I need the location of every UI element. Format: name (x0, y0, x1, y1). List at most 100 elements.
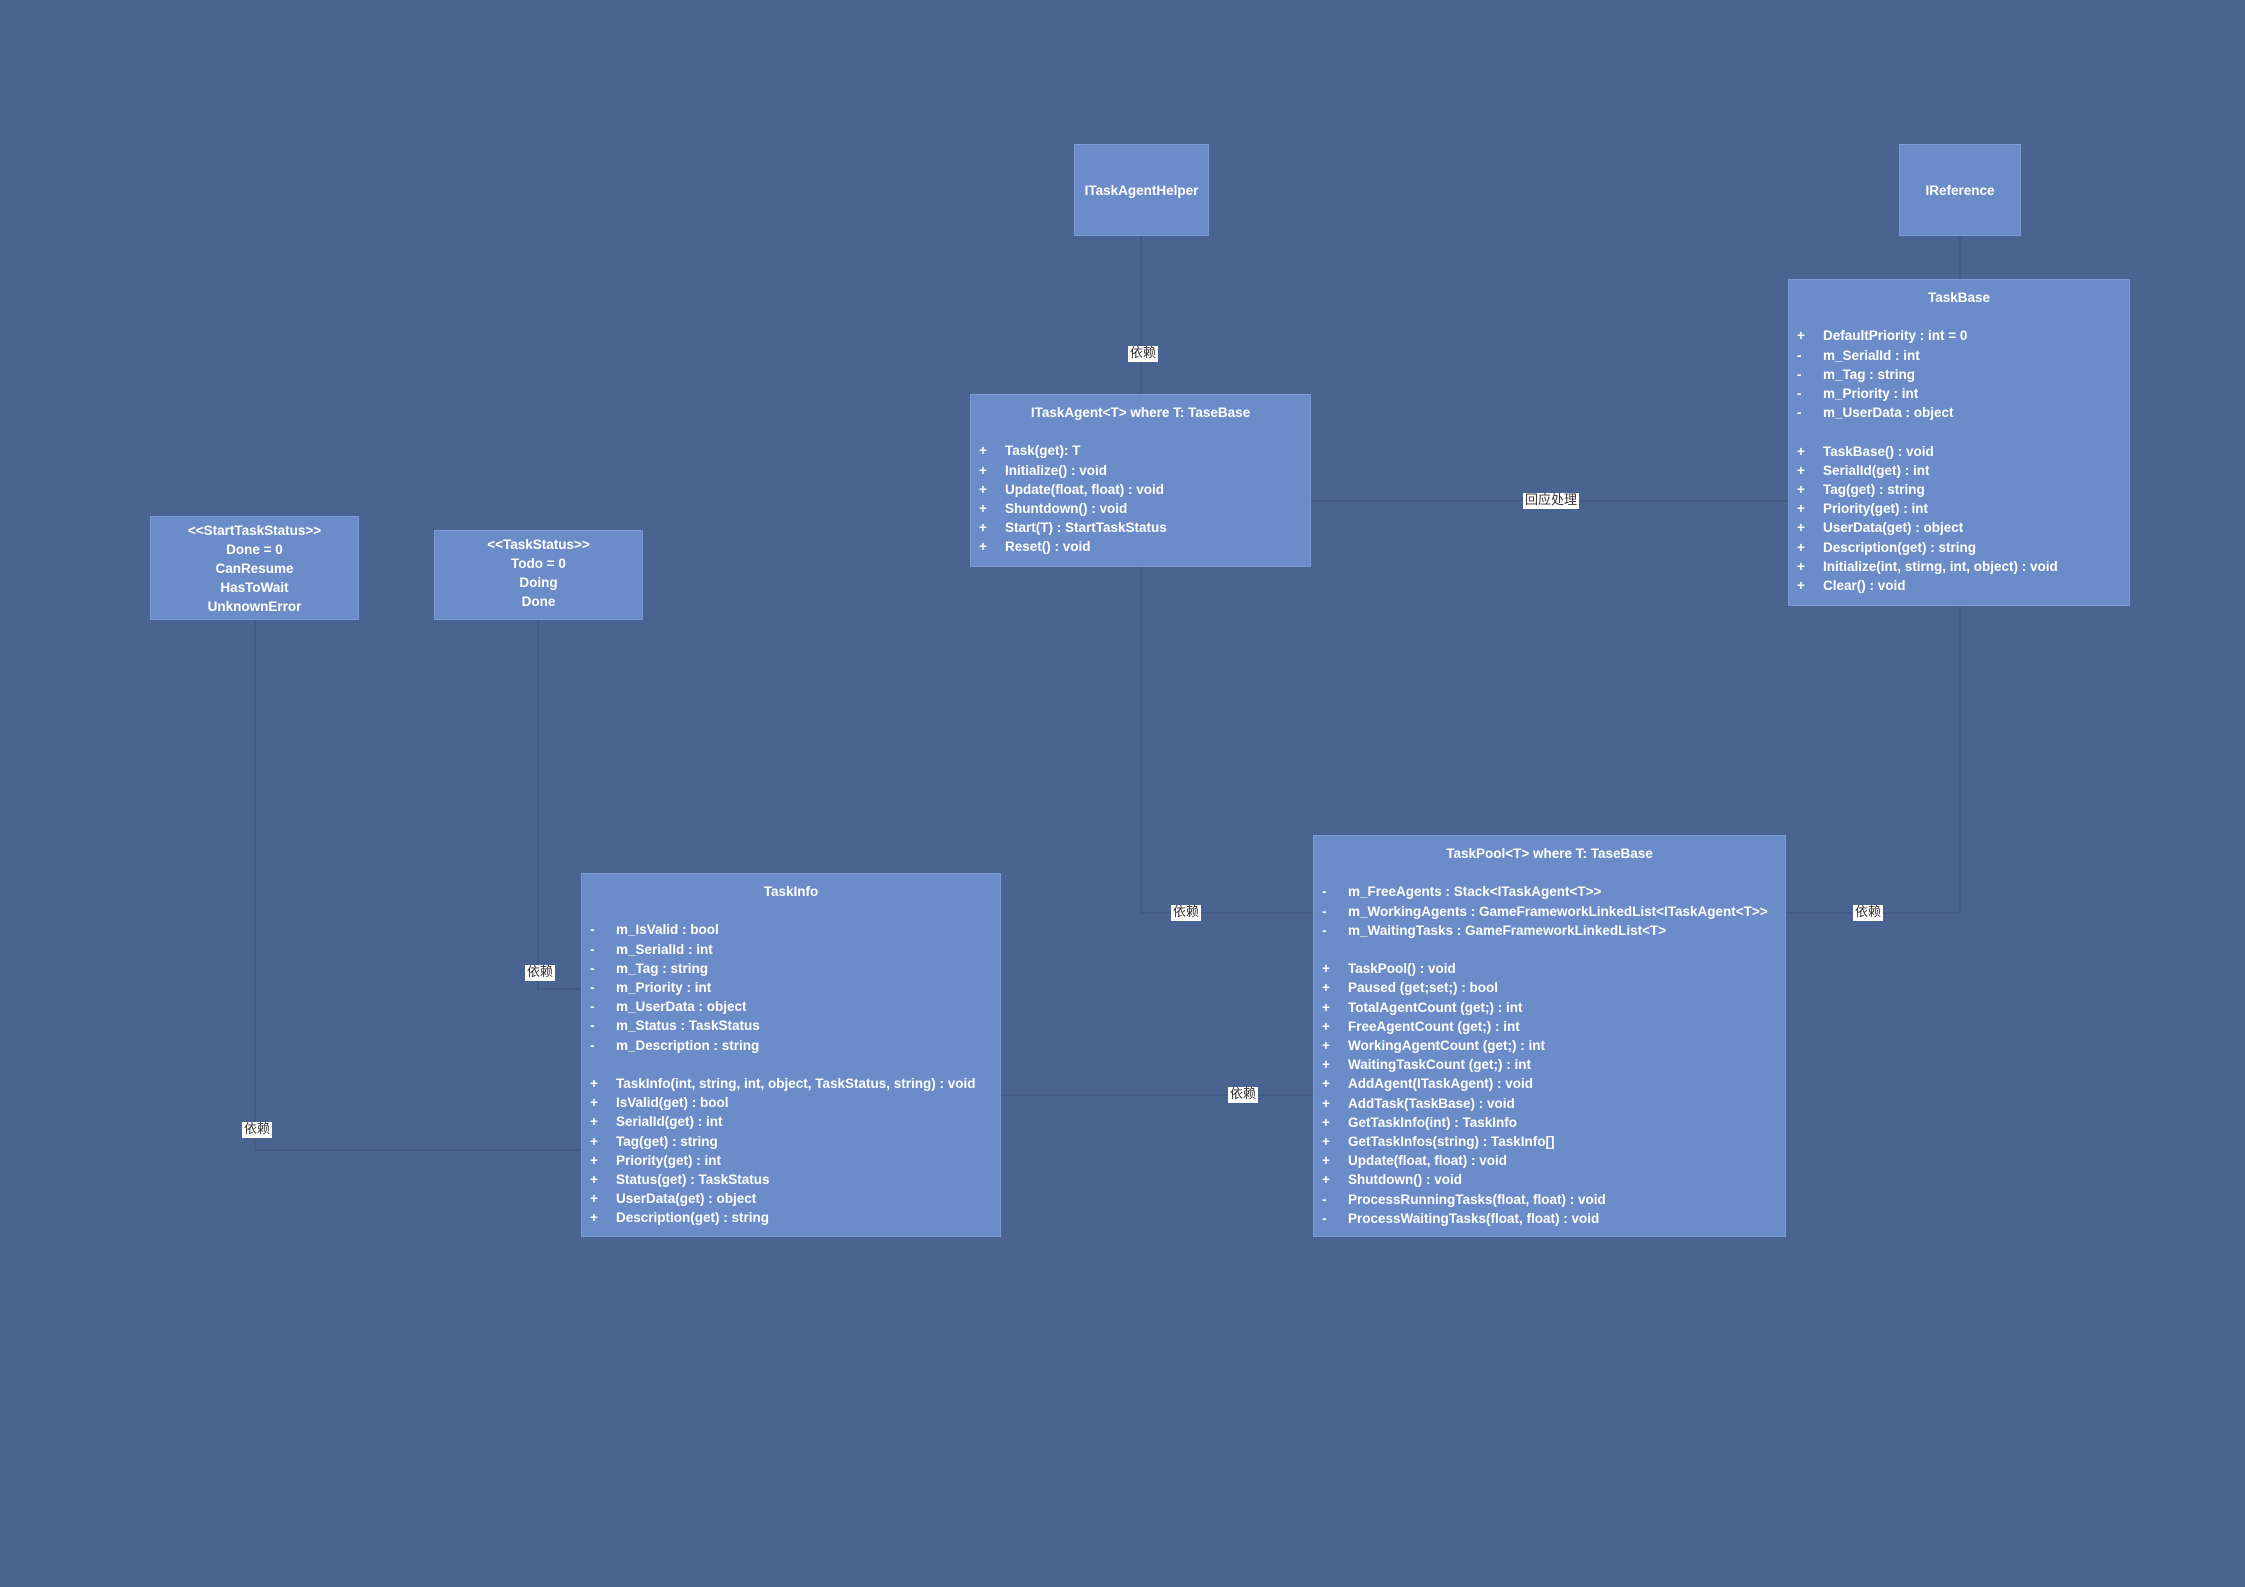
method-row: +AddAgent(ITaskAgent) : void (1322, 1074, 1777, 1093)
member: ProcessWaitingTasks(float, float) : void (1348, 1210, 1600, 1226)
visibility: + (1322, 1018, 1330, 1034)
field-row: -m_Priority : int (590, 978, 992, 997)
method-row: + TaskBase() : void (1797, 442, 2121, 461)
class-title: TaskPool<T> where T: TaseBase (1446, 846, 1653, 861)
field-row: -m_SerialId : int (1797, 346, 2121, 365)
member: Task(get): T (1005, 443, 1081, 459)
visibility: - (1797, 405, 1802, 421)
enum-starttaskstatus: <<StartTaskStatus>> Done = 0 CanResume H… (150, 516, 359, 620)
visibility: - (590, 922, 595, 938)
class-title: TaskBase (1927, 290, 1991, 305)
method-row: +Start(T) : StartTaskStatus (979, 518, 1302, 537)
method-row: +TaskInfo(int, string, int, object, Task… (590, 1074, 992, 1093)
visibility: + (1322, 980, 1330, 996)
enum-value: HasToWait (220, 580, 289, 595)
member: m_Priority : int (616, 980, 712, 995)
field-row: -m_SerialId : int (590, 940, 992, 959)
visibility: + (1322, 1134, 1330, 1150)
method-row: +Tag(get) : string (1797, 480, 2121, 499)
visibility: + (590, 1076, 598, 1091)
member: GetTaskInfo(int) : TaskInfo (1348, 1114, 1518, 1130)
method-row: + Clear() : void (1797, 576, 2121, 595)
visibility: + (1797, 578, 1805, 594)
member: Update(float, float) : void (1348, 1153, 1507, 1169)
field-row: - m_Tag : string (1797, 365, 2121, 384)
enum-taskstatus: <<TaskStatus>> Todo = 0 Doing Done (434, 530, 643, 620)
method-row: + Update(float, float) : void (1322, 1151, 1777, 1170)
visibility: + (1322, 1153, 1330, 1169)
member: m_SerialId : int (616, 941, 713, 957)
field-row: -m_WorkingAgents : GameFrameworkLinkedLi… (1322, 902, 1777, 921)
field-row: +DefaultPriority : int = 0 (1797, 326, 2121, 345)
member: m_Tag : string (1823, 366, 1916, 382)
member: Clear() : void (1823, 578, 1906, 594)
method-row: + AddTask(TaskBase) : void (1322, 1094, 1777, 1113)
method-row: +Priority(get) : int (590, 1151, 992, 1170)
visibility: - (590, 999, 595, 1015)
visibility: - (1797, 366, 1802, 382)
edge-label-helper-agent: 依赖 (1128, 346, 1159, 362)
enum-value: Done (521, 594, 556, 609)
member: TotalAgentCount (get;) : int (1348, 999, 1523, 1015)
visibility: - (1322, 1210, 1327, 1226)
method-row: +SerialId(get) : int (1797, 461, 2121, 480)
edge-info-status (537, 620, 581, 990)
visibility: + (1322, 1038, 1330, 1053)
method-row: +Update(float, float) : void (979, 480, 1302, 499)
member: TaskPool() : void (1348, 961, 1456, 977)
method-row: +GetTaskInfos(string) : TaskInfo[] (1322, 1132, 1777, 1151)
method-row: - ProcessWaitingTasks(float, float) : voi… (1322, 1209, 1777, 1228)
member: m_Description : string (616, 1037, 760, 1053)
method-row: + Description(get) : string (590, 1208, 992, 1227)
method-row: +Reset() : void (979, 537, 1302, 556)
field-row: -m_WaitingTasks : GameFrameworkLinkedLis… (1322, 921, 1777, 940)
visibility: + (1322, 1095, 1330, 1111)
interface-title: IReference (1925, 182, 1995, 198)
member: TaskBase() : void (1823, 443, 1934, 459)
member: WaitingTaskCount (get;) : int (1348, 1057, 1531, 1073)
member: m_Tag : string (616, 960, 709, 976)
visibility: + (1797, 482, 1805, 497)
visibility: + (1797, 539, 1805, 555)
visibility: + (1797, 443, 1805, 459)
member: AddTask(TaskBase) : void (1348, 1095, 1515, 1111)
method-row: +Shutdown() : void (1322, 1170, 1777, 1189)
class-taskpool: TaskPool<T> where T: TaseBase -m_FreeAge… (1313, 835, 1786, 1237)
class-taskinfo: TaskInfo -m_IsValid : bool -m_SerialId :… (581, 873, 1001, 1237)
member: m_UserData : object (1823, 405, 1954, 421)
method-row: +IsValid(get) : bool (590, 1093, 992, 1112)
edge-label-pool-base: 依赖 (1853, 905, 1884, 921)
member: Shuntdown() : void (1005, 501, 1128, 516)
visibility: + (590, 1114, 598, 1130)
method-row: +SerialId(get) : int (590, 1112, 992, 1131)
visibility: - (1797, 386, 1802, 401)
member: m_WaitingTasks : GameFrameworkLinkedList… (1348, 922, 1667, 938)
visibility: + (1322, 961, 1330, 977)
visibility: + (979, 539, 987, 555)
class-title: ITaskAgent<T> where T: TaseBase (1030, 405, 1251, 420)
field-row: -m_IsValid : bool (590, 920, 992, 939)
member: UserData(get) : object (1823, 520, 1964, 536)
method-row: +GetTaskInfo(int) : TaskInfo (1322, 1113, 1777, 1132)
field-row: - m_UserData : object (1797, 403, 2121, 422)
edge-label-info-start: 依赖 (242, 1122, 273, 1138)
member: Tag(get) : string (616, 1133, 718, 1149)
interface-itaskagenthelper: ITaskAgentHelper (1074, 144, 1209, 236)
edge-label-info-status: 依赖 (525, 965, 556, 981)
member: Description(get) : string (616, 1210, 770, 1226)
member: Priority(get) : int (616, 1152, 721, 1168)
member: Update(float, float) : void (1005, 481, 1164, 497)
member: DefaultPriority : int = 0 (1823, 328, 1968, 344)
enum-value: UnknownError (207, 599, 302, 614)
method-row: +Initialize(int, stirng, int, object) : … (1797, 557, 2121, 576)
visibility: - (1797, 347, 1802, 363)
method-row: + TaskPool() : void (1322, 959, 1777, 978)
method-row: +Shuntdown() : void (979, 499, 1302, 518)
visibility: + (1797, 501, 1805, 517)
method-row: +Task(get): T (979, 441, 1302, 460)
member: Priority(get) : int (1823, 501, 1928, 517)
class-taskbase: TaskBase +DefaultPriority : int = 0 -m_S… (1788, 279, 2130, 606)
visibility: + (1322, 1076, 1330, 1092)
visibility: + (590, 1210, 598, 1226)
